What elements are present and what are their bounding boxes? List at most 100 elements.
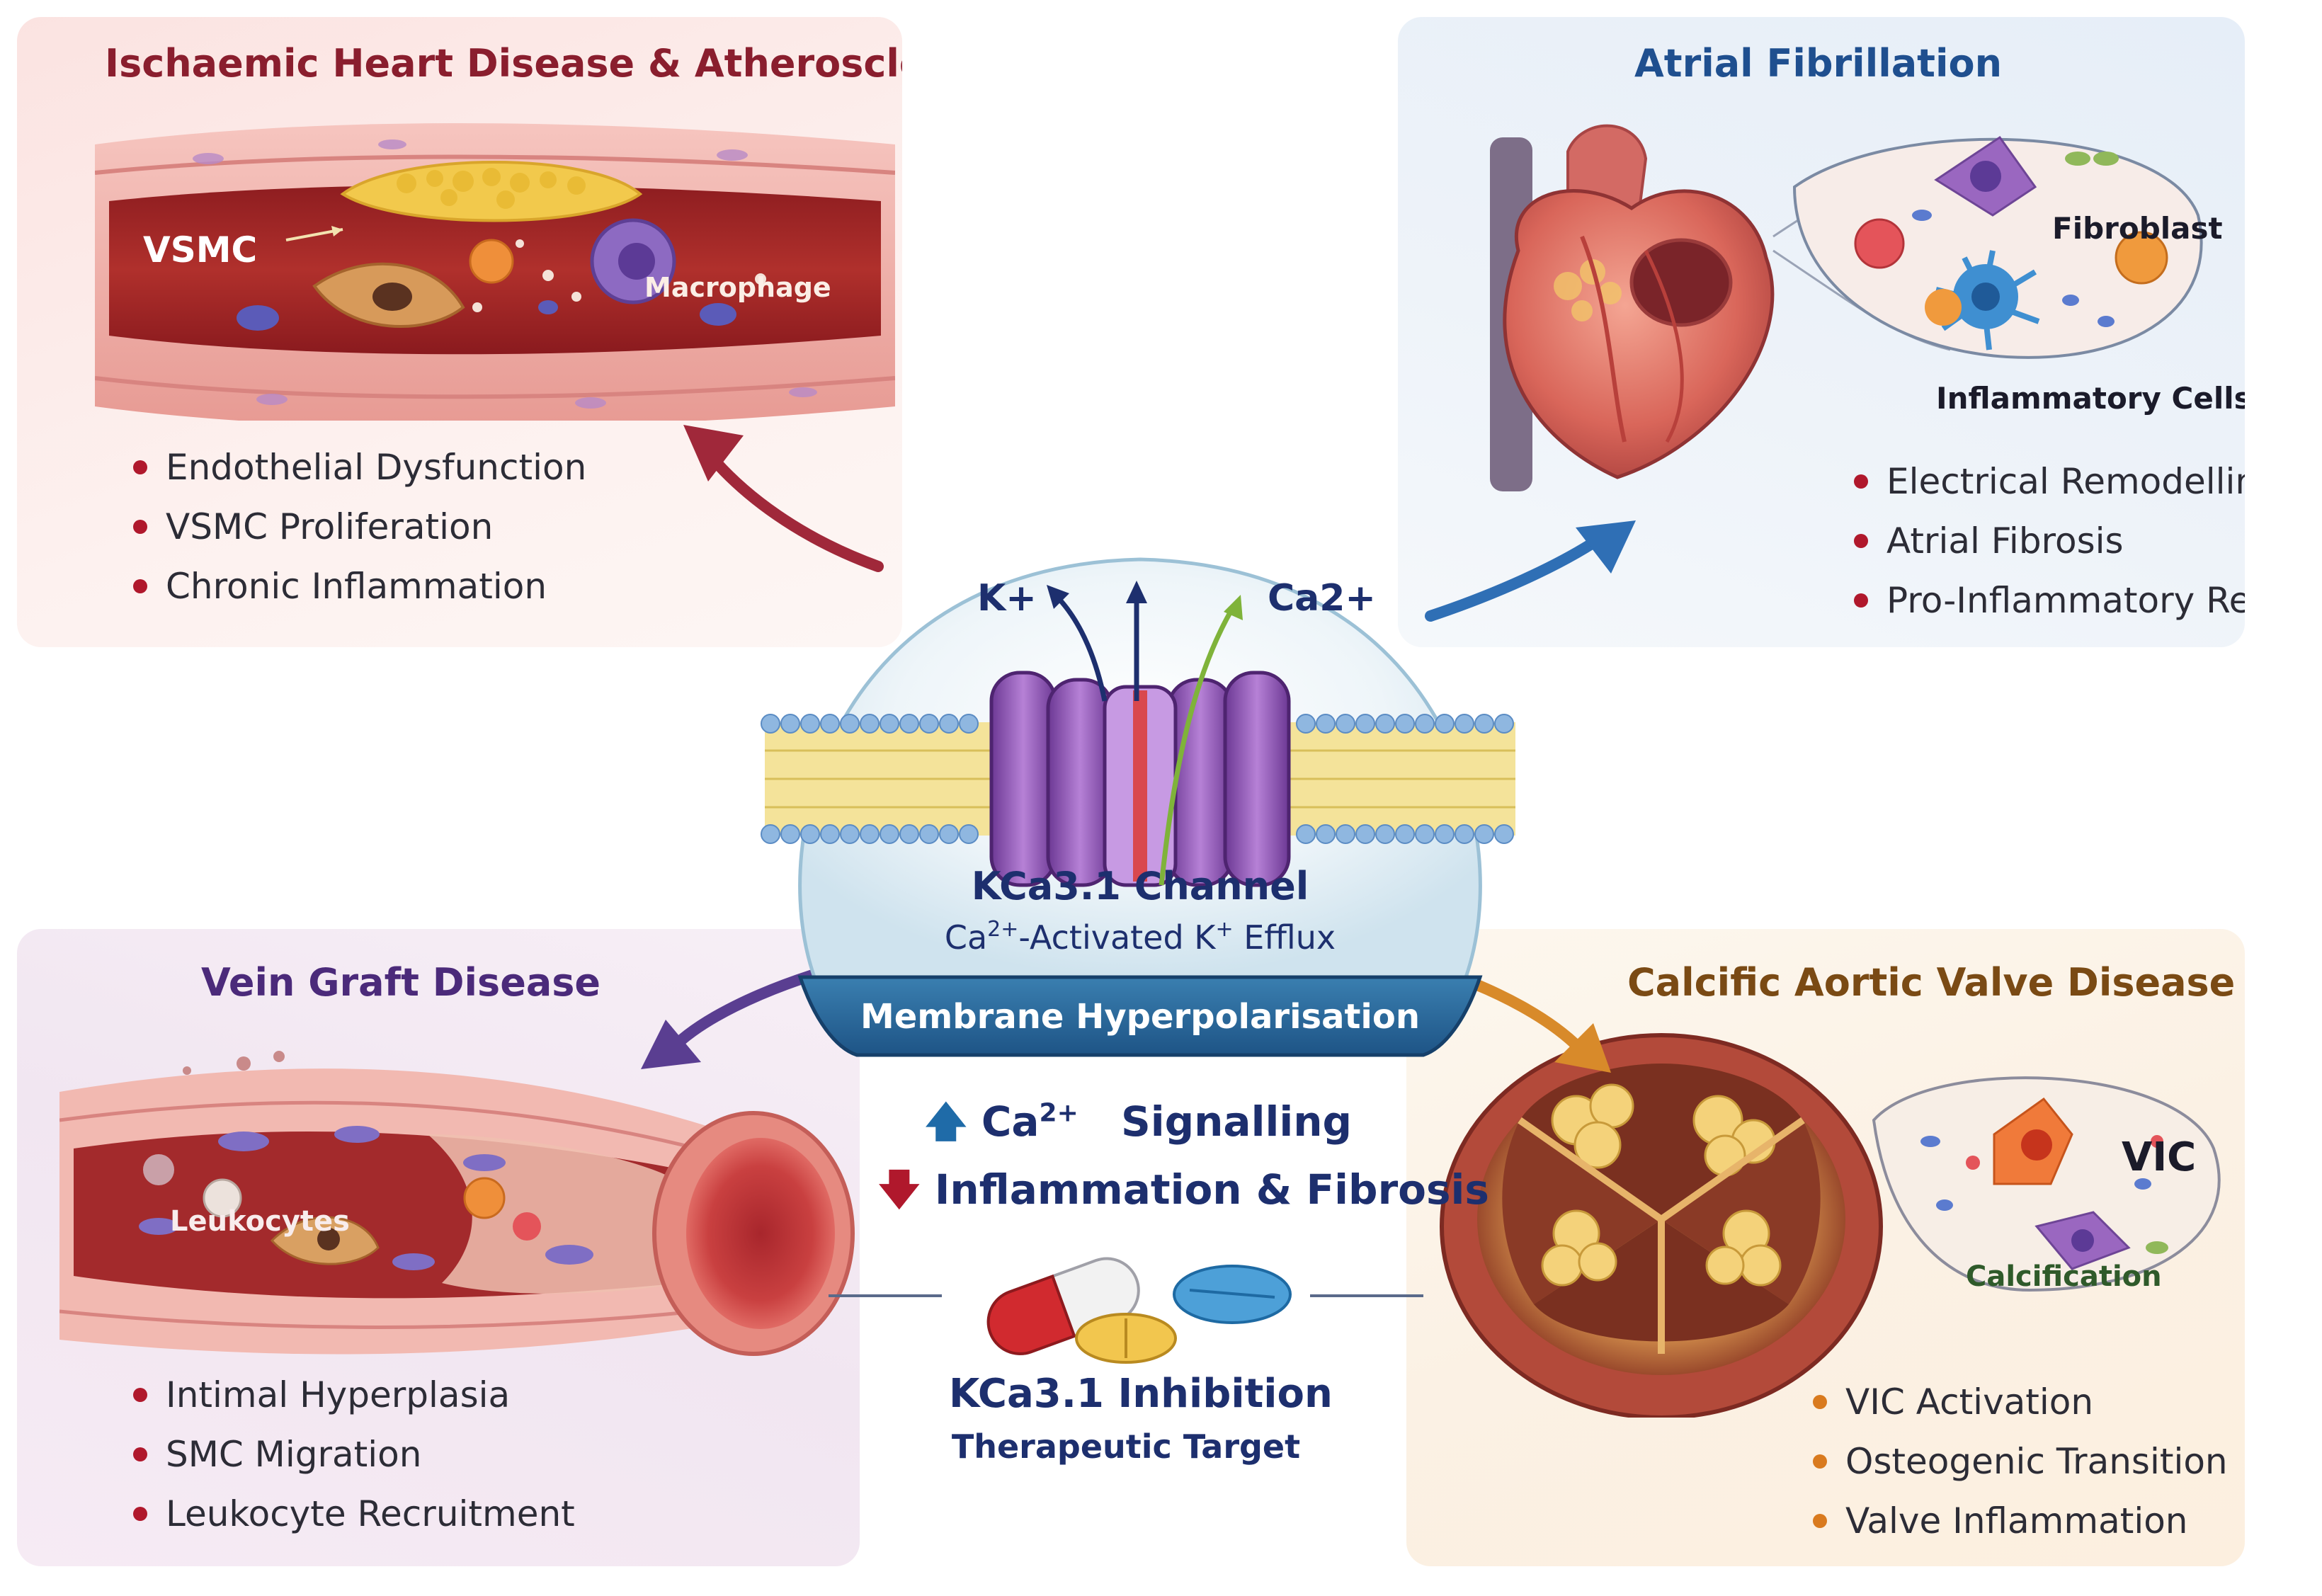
list-item: Electrical Remodelling [1851, 452, 2245, 511]
inflammatory-cells-label: Inflammatory Cells [1936, 381, 2245, 416]
lipid-head [780, 824, 800, 844]
bullet-icon [133, 579, 147, 593]
af-bullets: Electrical Remodelling Atrial Fibrosis P… [1851, 452, 2245, 630]
vic-label: VIC [2122, 1134, 2197, 1180]
up-arrow-icon: 🡅 [925, 1098, 967, 1146]
lipid-head [1355, 714, 1375, 734]
lipid-head [1395, 714, 1415, 734]
panel-title: Calcific Aortic Valve Disease [1627, 960, 2236, 1005]
macrophage-label: Macrophage [644, 272, 831, 303]
artery-illustration [95, 123, 895, 421]
ion-ca-label: Ca2+ [1268, 577, 1376, 620]
lipid-head [860, 714, 880, 734]
ca-influx-arrow [1159, 608, 1235, 886]
lipid-head [1435, 714, 1455, 734]
bullet-icon [133, 1507, 147, 1521]
bullet-icon [1854, 474, 1868, 489]
bullet-icon [133, 460, 147, 474]
vsmc-label: VSMC [143, 229, 258, 270]
lipid-head [860, 824, 880, 844]
heart-illustration [1490, 124, 2203, 491]
bullet-icon [133, 520, 147, 534]
bullet-icon [1813, 1395, 1827, 1409]
list-item: Valve Inflammation [1810, 1491, 2228, 1551]
leukocytes-label: Leukocytes [170, 1205, 350, 1238]
lipid-head [840, 824, 860, 844]
channel-name: KCa3.1 Channel [972, 864, 1309, 908]
therapy-subtitle: Therapeutic Target [951, 1427, 1301, 1466]
lipid-head [1415, 824, 1435, 844]
lipid-head [1296, 714, 1316, 734]
lipid-head [1435, 824, 1455, 844]
ihd-bullets: Endothelial Dysfunction VSMC Proliferati… [130, 438, 586, 616]
lipid-head [840, 714, 860, 734]
fibroblast-label: Fibroblast [2052, 211, 2223, 246]
vg-bullets: Intimal Hyperplasia SMC Migration Leukoc… [130, 1365, 575, 1544]
lipid-head [761, 714, 780, 734]
lipid-head [939, 714, 959, 734]
lipid-head [1316, 824, 1336, 844]
therapy-title: KCa3.1 Inhibition [949, 1371, 1333, 1417]
lipid-head [1375, 714, 1395, 734]
ca-signalling-up: 🡅 Ca2+ Signalling [925, 1098, 1353, 1146]
lipid-head [919, 824, 939, 844]
ion-k-label: K+ [977, 577, 1037, 620]
lipid-head [939, 824, 959, 844]
list-item: Intimal Hyperplasia [130, 1365, 575, 1425]
lipid-head [880, 824, 899, 844]
list-item: Chronic Inflammation [130, 557, 586, 616]
lipid-head [800, 714, 820, 734]
lipid-head [1395, 824, 1415, 844]
hyperpolarisation-banner: Membrane Hyperpolarisation [860, 997, 1420, 1037]
panel-ischaemic-heart-disease: Ischaemic Heart Disease & Atherosclerosi… [17, 17, 902, 647]
kca31-channel-diagram: K+ Ca2+ KCa3.1 Channel Ca2+-Activated K+… [761, 557, 1515, 1057]
lipid-head [1455, 714, 1474, 734]
list-item: SMC Migration [130, 1425, 575, 1484]
lipid-head [1316, 714, 1336, 734]
lipid-head [899, 824, 919, 844]
bullet-icon [1813, 1514, 1827, 1528]
panel-title: Vein Graft Disease [201, 960, 601, 1005]
k-efflux-arrows [1053, 593, 1139, 702]
lipid-head [1474, 714, 1494, 734]
inflammation-down: 🡇 Inflammation & Fibrosis [878, 1165, 1489, 1214]
lipid-head [880, 714, 899, 734]
lipid-head [1494, 824, 1514, 844]
bullet-icon [1813, 1454, 1827, 1469]
list-item: Pro-Inflammatory Responses [1851, 571, 2245, 630]
lipid-head [1355, 824, 1375, 844]
lipid-head [1296, 824, 1316, 844]
lipid-head [761, 824, 780, 844]
list-item: Atrial Fibrosis [1851, 511, 2245, 571]
aortic-valve-illustration [1440, 1033, 2221, 1418]
lipid-head [1375, 824, 1395, 844]
pill-icon [986, 1257, 1292, 1364]
vein-graft-illustration [59, 1051, 855, 1356]
lipid-head [959, 824, 979, 844]
calcification-label: Calcification [1966, 1260, 2162, 1293]
list-item: VIC Activation [1810, 1372, 2228, 1432]
lipid-head [780, 714, 800, 734]
cavd-bullets: VIC Activation Osteogenic Transition Val… [1810, 1372, 2228, 1551]
kca31-channel-icon [989, 671, 1291, 887]
lipid-head [1415, 714, 1435, 734]
lipid-head [899, 714, 919, 734]
bullet-icon [133, 1388, 147, 1402]
panel-title: Ischaemic Heart Disease & Atherosclerosi… [105, 41, 902, 86]
lipid-head [1494, 714, 1514, 734]
list-item: VSMC Proliferation [130, 497, 586, 557]
lipid-head [1455, 824, 1474, 844]
lipid-head [1336, 824, 1355, 844]
bullet-icon [1854, 534, 1868, 548]
panel-vein-graft-disease: Vein Graft Disease Leukocytes Intimal Hy… [17, 929, 860, 1566]
bullet-icon [1854, 593, 1868, 608]
list-item: Endothelial Dysfunction [130, 438, 586, 497]
down-arrow-icon: 🡇 [878, 1165, 921, 1214]
lipid-head [919, 714, 939, 734]
lipid-head [959, 714, 979, 734]
lipid-head [1336, 714, 1355, 734]
channel-subtitle: Ca2+-Activated K+ Efflux [945, 917, 1336, 957]
list-item: Osteogenic Transition [1810, 1432, 2228, 1491]
lipid-head [1474, 824, 1494, 844]
lipid-head [820, 714, 840, 734]
